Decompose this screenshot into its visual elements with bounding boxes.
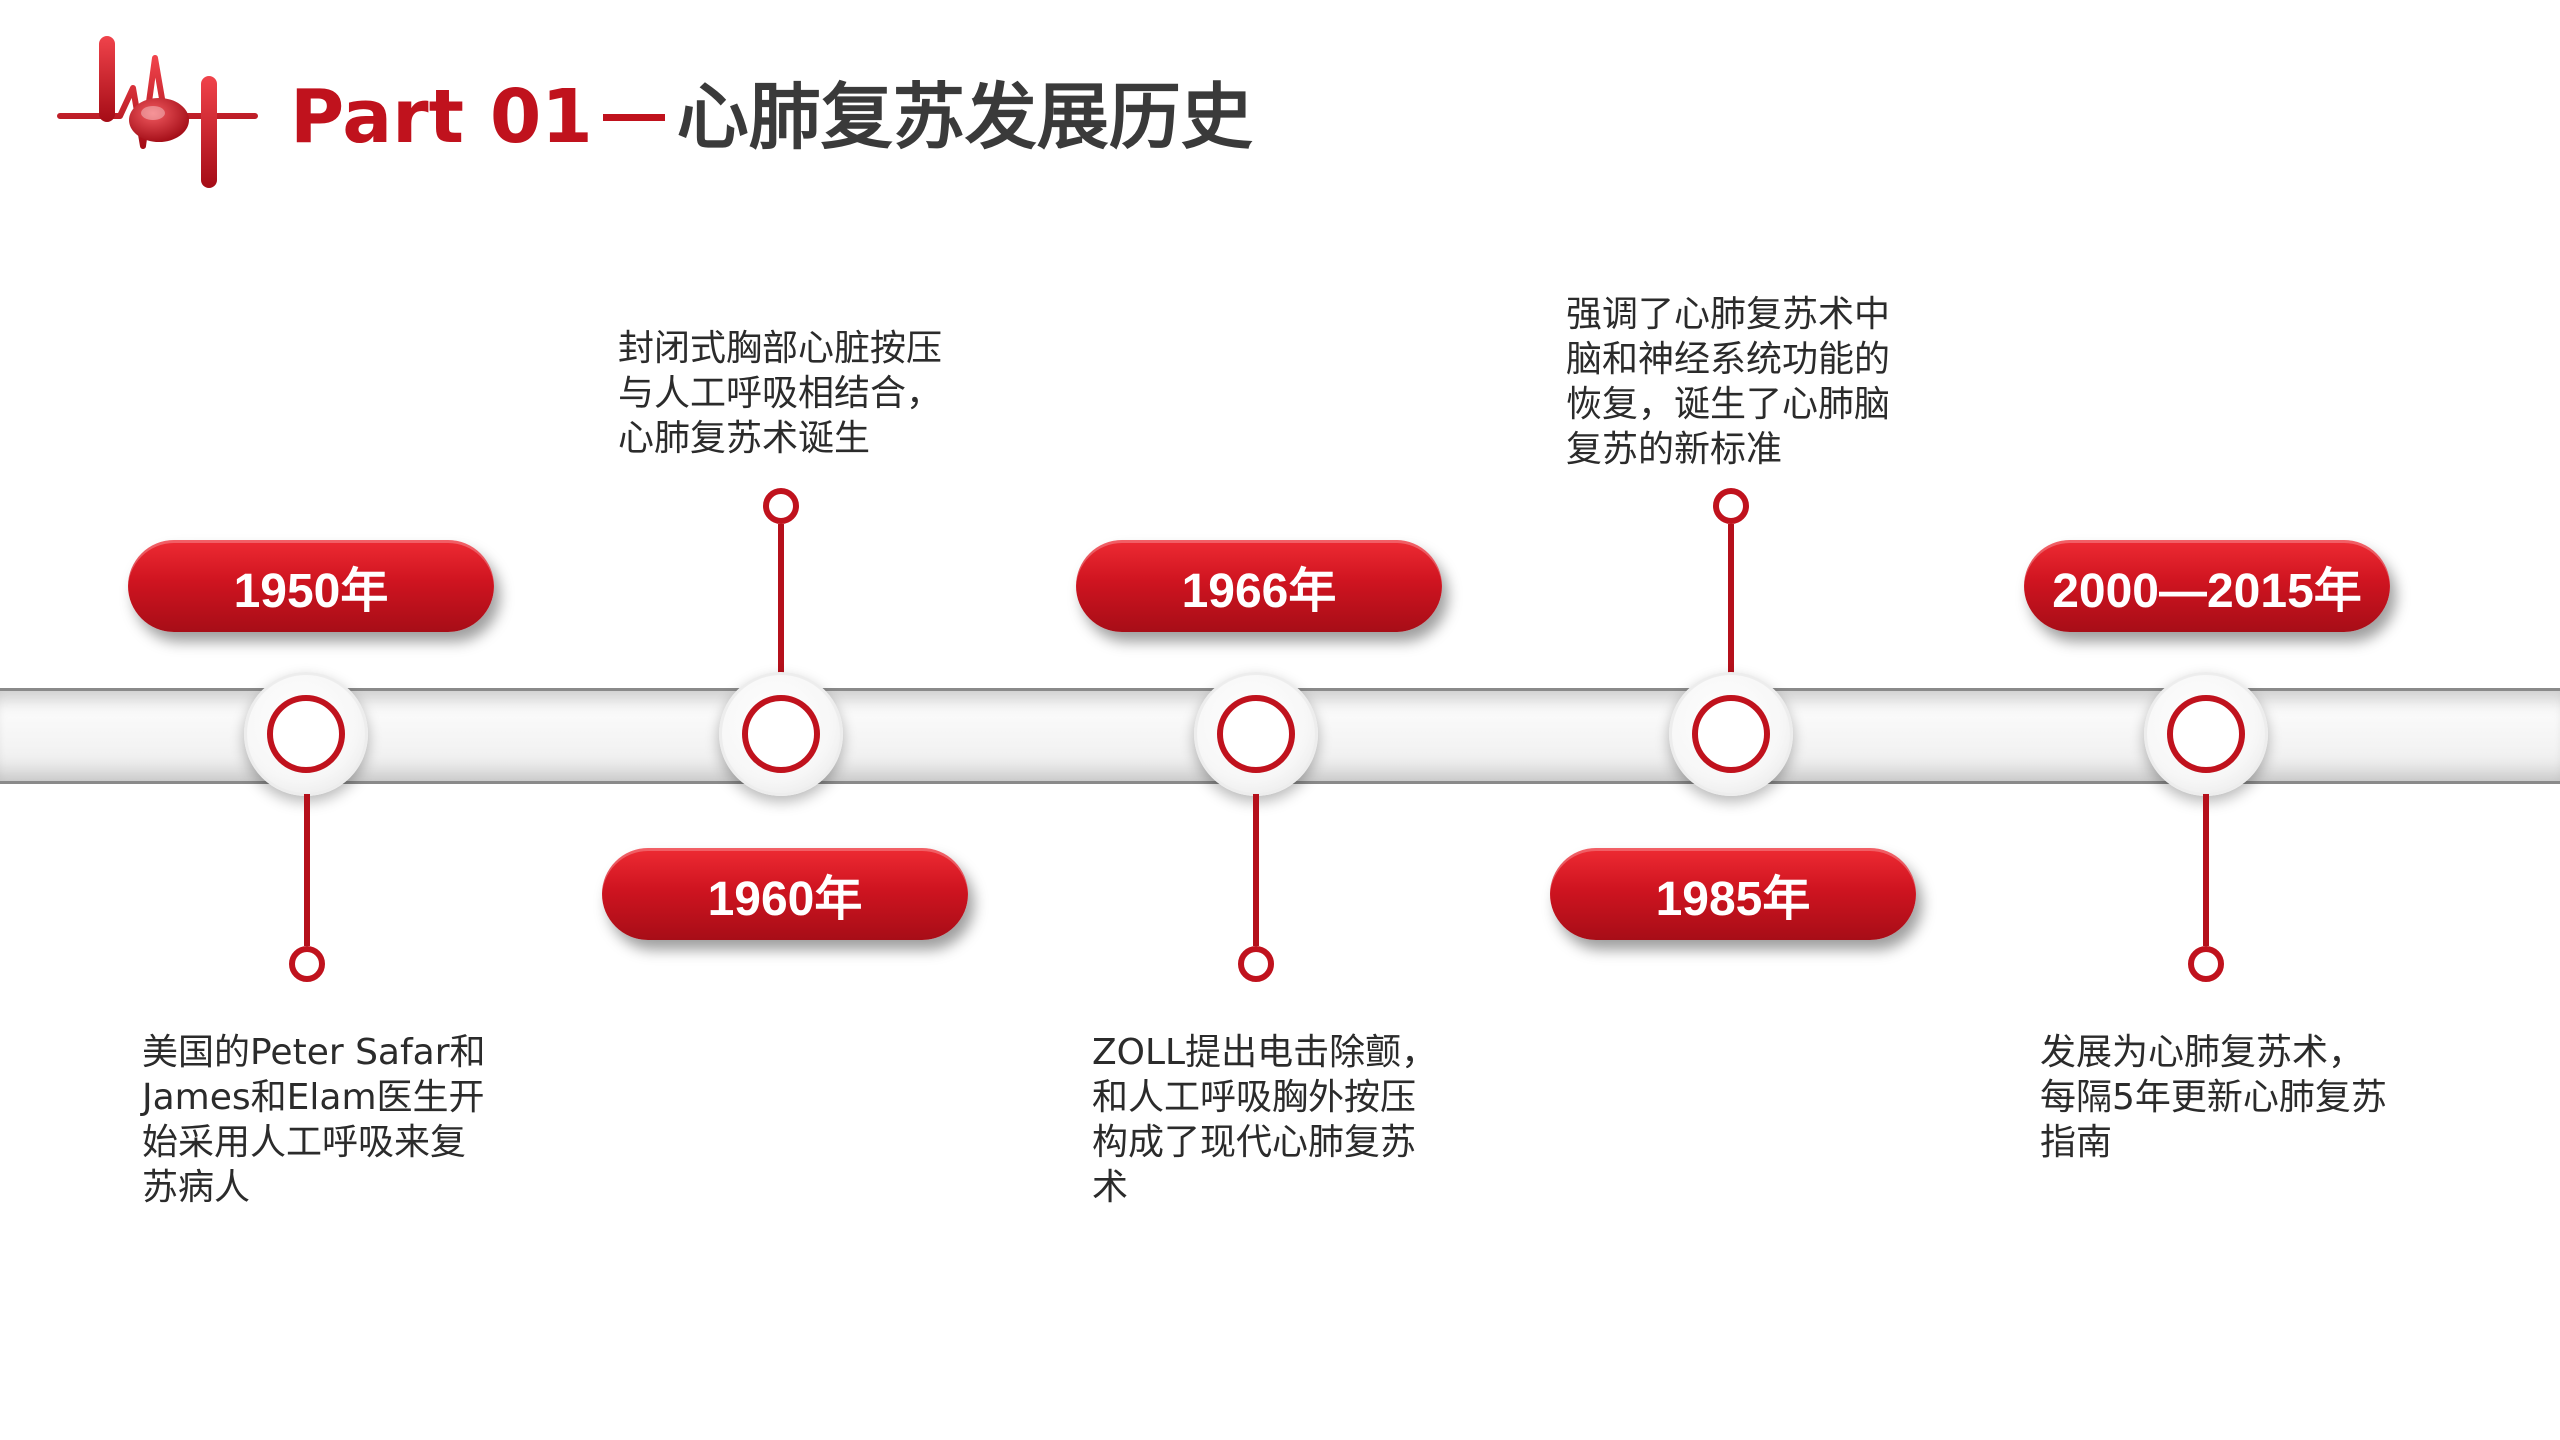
connector-dot bbox=[289, 946, 325, 982]
connector-stem bbox=[2203, 794, 2209, 946]
event-description-1966: ZOLL提出电击除颤， 和人工呼吸胸外按压 构成了现代心肺复苏 术 bbox=[1092, 1032, 1438, 1208]
year-pill-1966: 1966年 bbox=[1076, 540, 1442, 632]
part-label: Part 01 bbox=[290, 74, 593, 160]
timeline-node-2000-2015 bbox=[2144, 672, 2268, 796]
year-pill-1960: 1960年 bbox=[602, 848, 968, 940]
connector-dot bbox=[1238, 946, 1274, 982]
heartbeat-logo-icon bbox=[57, 36, 258, 188]
connector-stem bbox=[304, 794, 310, 946]
event-description-1985: 强调了心肺复苏术中 脑和神经系统功能的 恢复，诞生了心肺脑 复苏的新标准 bbox=[1566, 294, 1891, 470]
connector-dot bbox=[1713, 488, 1749, 524]
title-divider bbox=[602, 113, 665, 121]
connector-dot bbox=[763, 488, 799, 524]
year-pill-2000-2015: 2000—2015年 bbox=[2024, 540, 2390, 632]
timeline-node-1950 bbox=[244, 672, 368, 796]
timeline-node-1966 bbox=[1194, 672, 1318, 796]
year-pill-1950: 1950年 bbox=[128, 540, 494, 632]
timeline-node-1985 bbox=[1669, 672, 1793, 796]
page-title: Part 01 心肺复苏发展历史 bbox=[290, 62, 1253, 172]
title-text: 心肺复苏发展历史 bbox=[676, 75, 1253, 159]
event-description-2000-2015: 发展为心肺复苏术， 每隔5年更新心肺复苏 指南 bbox=[2040, 1032, 2387, 1163]
connector-dot bbox=[2188, 946, 2224, 982]
connector-stem bbox=[778, 524, 784, 674]
connector-stem bbox=[1253, 794, 1259, 946]
event-description-1950: 美国的Peter Safar和 James和Elam医生开 始采用人工呼吸来复 … bbox=[142, 1032, 486, 1208]
event-description-1960: 封闭式胸部心脏按压 与人工呼吸相结合， 心肺复苏术诞生 bbox=[618, 328, 943, 459]
year-pill-1985: 1985年 bbox=[1550, 848, 1916, 940]
timeline-node-1960 bbox=[719, 672, 843, 796]
connector-stem bbox=[1728, 524, 1734, 674]
